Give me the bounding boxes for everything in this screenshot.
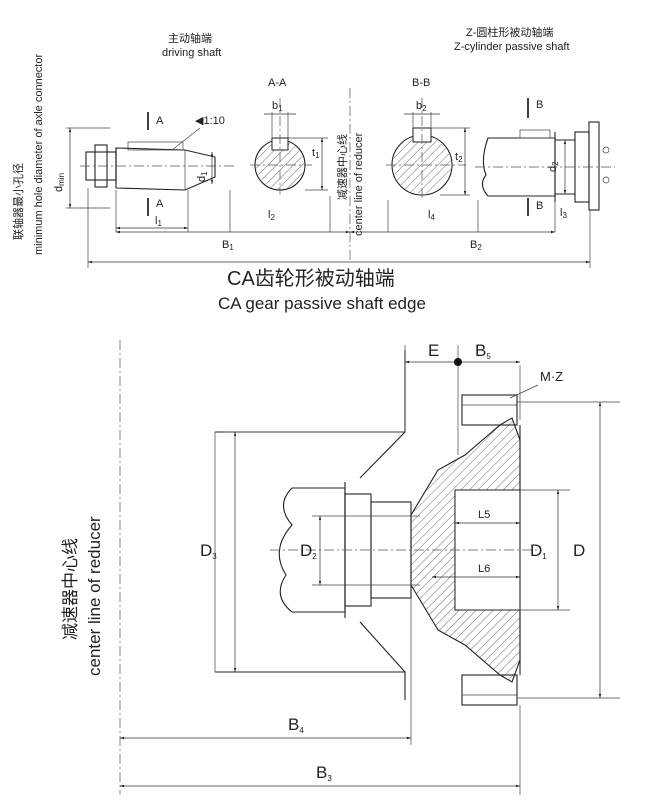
l2-label: l2: [268, 209, 275, 222]
D2-label: D2: [300, 541, 317, 561]
b2-label: b2: [416, 100, 427, 113]
bolt-head-2: [602, 176, 610, 184]
D-label: D: [573, 541, 585, 560]
min-hole-label-cn: 联轴器最小孔径: [11, 163, 25, 240]
section-b-bottom-label: B: [536, 200, 543, 212]
t1-label: t1: [312, 147, 320, 160]
E-label: E: [428, 341, 439, 360]
top-shaft-drawing: 联轴器最小孔径 minimum hole diameter of axle co…: [11, 25, 615, 268]
gear-shaft-title-en: CA gear passive shaft edge: [218, 294, 426, 313]
driving-shaft-cn: 主动轴端: [168, 31, 212, 45]
section-a-bottom-label: A: [156, 198, 164, 210]
L5-label: L5: [478, 509, 490, 521]
B4-label: B4: [288, 715, 304, 735]
l4-label: l4: [428, 209, 435, 222]
section-bb-title: B-B: [412, 77, 430, 89]
driving-shaft-en: driving shaft: [162, 47, 221, 59]
section-a-top-label: A: [156, 115, 164, 127]
d1-label: d1: [196, 171, 209, 182]
section-b-top-label: B: [536, 99, 543, 111]
bolt-head-1: [602, 146, 610, 154]
housing-top-edge: [215, 350, 406, 433]
bottom-center-cn: 减速器中心线: [61, 538, 80, 640]
key-top: [127, 141, 184, 151]
l3-label: l3: [560, 207, 567, 220]
L6-label: L6: [478, 563, 490, 575]
B3-label: B3: [316, 763, 332, 783]
B1-label: B1: [222, 239, 234, 252]
d2-label: d2: [547, 161, 560, 172]
mz-label: M·Z: [540, 369, 563, 384]
housing-bottom-edge: [215, 671, 406, 700]
gear-teeth-bottom: [461, 674, 518, 706]
section-aa-title: A-A: [268, 77, 287, 89]
mz-leader: [509, 384, 539, 399]
l1-label: l1: [155, 215, 162, 228]
gear-shaft-body: [278, 487, 346, 613]
b1-label: b1: [272, 100, 283, 113]
taper-leader: [171, 127, 201, 151]
taper-label: ◀1:10: [195, 115, 225, 127]
D3-label: D3: [200, 541, 217, 561]
top-center-en: center line of reducer: [353, 132, 365, 236]
bottom-center-en: center line of reducer: [85, 516, 104, 676]
t2-label: t2: [455, 151, 463, 164]
gear-shaft-title-cn: CA齿轮形被动轴端: [227, 267, 395, 290]
B2-label: B2: [470, 239, 482, 252]
passive-key: [519, 129, 551, 139]
dmin-label: dmin: [53, 173, 66, 192]
top-center-cn: 减速器中心线: [335, 134, 349, 200]
passive-cover: [588, 121, 600, 211]
datum-point: [454, 358, 462, 366]
B5-label: B5: [475, 341, 491, 361]
passive-shaft-body: [481, 137, 556, 197]
gear-shaft-drawing: 减速器中心线 center line of reducer D3 D2: [61, 340, 620, 795]
min-hole-label-en: minimum hole diameter of axle connector: [33, 54, 45, 255]
passive-shaft-en: Z-cylinder passive shaft: [454, 41, 570, 53]
gear-teeth-top: [461, 394, 518, 426]
passive-shaft-cn: Z-圆柱形被动轴端: [466, 25, 553, 39]
housing-chamfers: [359, 431, 406, 673]
driving-shaft-body: [115, 147, 216, 191]
D1-label: D1: [530, 541, 547, 561]
